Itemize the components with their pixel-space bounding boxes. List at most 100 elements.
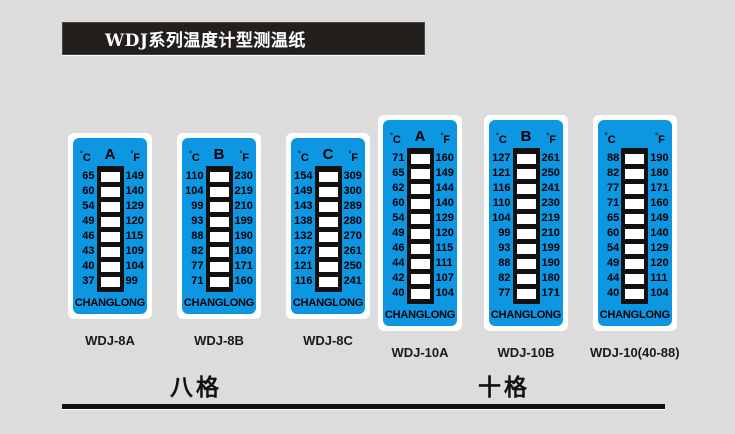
celsius-value: 82 bbox=[498, 272, 511, 284]
temperature-indicator-cell bbox=[99, 185, 121, 198]
fahrenheit-value: 109 bbox=[125, 245, 144, 257]
temperature-row: 93 199 bbox=[191, 214, 253, 229]
temperature-indicator-cell bbox=[99, 245, 121, 258]
celsius-value: 71 bbox=[392, 152, 405, 164]
temperature-indicator-cell bbox=[317, 215, 339, 228]
temperature-indicator-cell bbox=[208, 185, 230, 198]
fahrenheit-value: 210 bbox=[234, 200, 253, 212]
celsius-value: 37 bbox=[82, 275, 95, 287]
degree-icon: ° bbox=[546, 133, 550, 140]
fahrenheit-value: 190 bbox=[650, 152, 669, 164]
fahrenheit-unit-label: °F bbox=[546, 133, 556, 146]
celsius-unit-label: °C bbox=[80, 151, 91, 164]
strip-model-label: WDJ-10A bbox=[391, 345, 449, 360]
celsius-value: 104 bbox=[492, 212, 511, 224]
fahrenheit-value: 104 bbox=[435, 287, 454, 299]
celsius-value: 60 bbox=[82, 185, 95, 197]
fahrenheit-value: 129 bbox=[125, 200, 144, 212]
celsius-value: 71 bbox=[607, 197, 620, 209]
fahrenheit-unit-label: °F bbox=[348, 151, 358, 164]
strip-model-label: WDJ-10B bbox=[497, 345, 555, 360]
bottom-divider bbox=[62, 404, 665, 409]
celsius-value: 104 bbox=[185, 185, 204, 197]
fahrenheit-value: 171 bbox=[234, 260, 253, 272]
strip-series-letter: A bbox=[104, 146, 116, 163]
celsius-value: 93 bbox=[191, 215, 204, 227]
fahrenheit-unit-label: °F bbox=[440, 133, 450, 146]
temperature-indicator-cell bbox=[515, 287, 537, 300]
temperature-indicator-cell bbox=[409, 212, 431, 225]
fahrenheit-value: 219 bbox=[541, 212, 560, 224]
temperature-indicator-cell bbox=[409, 272, 431, 285]
fahrenheit-value: 199 bbox=[234, 215, 253, 227]
celsius-value: 49 bbox=[607, 257, 620, 269]
strip-model-label: WDJ-8A bbox=[85, 333, 135, 348]
temperature-indicator-cell bbox=[624, 257, 646, 270]
celsius-value: 88 bbox=[498, 257, 511, 269]
celsius-value: 54 bbox=[607, 242, 620, 254]
celsius-value: 60 bbox=[392, 197, 405, 209]
temperature-indicator-cell bbox=[99, 275, 121, 288]
fahrenheit-value: 140 bbox=[435, 197, 454, 209]
temperature-indicator-cell bbox=[99, 230, 121, 243]
temperature-indicator-cell bbox=[409, 287, 431, 300]
strip-series-letter: B bbox=[213, 146, 225, 163]
fahrenheit-value: 241 bbox=[343, 275, 362, 287]
celsius-value: 121 bbox=[492, 167, 511, 179]
brand-label: CHANGLONG bbox=[183, 297, 255, 309]
celsius-value: 132 bbox=[294, 230, 313, 242]
celsius-value: 46 bbox=[392, 242, 405, 254]
celsius-value: 127 bbox=[492, 152, 511, 164]
temperature-indicator-cell bbox=[409, 227, 431, 240]
temperature-indicator-cell bbox=[624, 227, 646, 240]
fahrenheit-unit-label: °F bbox=[130, 151, 140, 164]
temperature-indicator-cell bbox=[515, 257, 537, 270]
celsius-unit-label: °C bbox=[390, 133, 401, 146]
celsius-value: 110 bbox=[492, 197, 511, 209]
strip-series-letter: A bbox=[414, 128, 426, 145]
temperature-row: 60 140 bbox=[392, 196, 454, 211]
fahrenheit-value: 149 bbox=[650, 212, 669, 224]
caption-ten-cells: 十格 bbox=[478, 374, 530, 401]
temperature-indicator-cell bbox=[409, 197, 431, 210]
temperature-indicator-cell bbox=[515, 197, 537, 210]
temperature-indicator-cell bbox=[317, 260, 339, 273]
fahrenheit-value: 144 bbox=[435, 182, 454, 194]
fahrenheit-value: 104 bbox=[125, 260, 144, 272]
fahrenheit-value: 115 bbox=[435, 242, 454, 254]
fahrenheit-value: 180 bbox=[234, 245, 253, 257]
celsius-value: 88 bbox=[607, 152, 620, 164]
temperature-row: 49 120 bbox=[392, 226, 454, 241]
page-title: WDJ系列温度计型测温纸 bbox=[105, 31, 306, 51]
celsius-value: 44 bbox=[392, 257, 405, 269]
fahrenheit-value: 120 bbox=[435, 227, 454, 239]
fahrenheit-value: 230 bbox=[541, 197, 560, 209]
temperature-indicator-cell bbox=[624, 242, 646, 255]
celsius-value: 49 bbox=[392, 227, 405, 239]
fahrenheit-value: 289 bbox=[343, 200, 362, 212]
